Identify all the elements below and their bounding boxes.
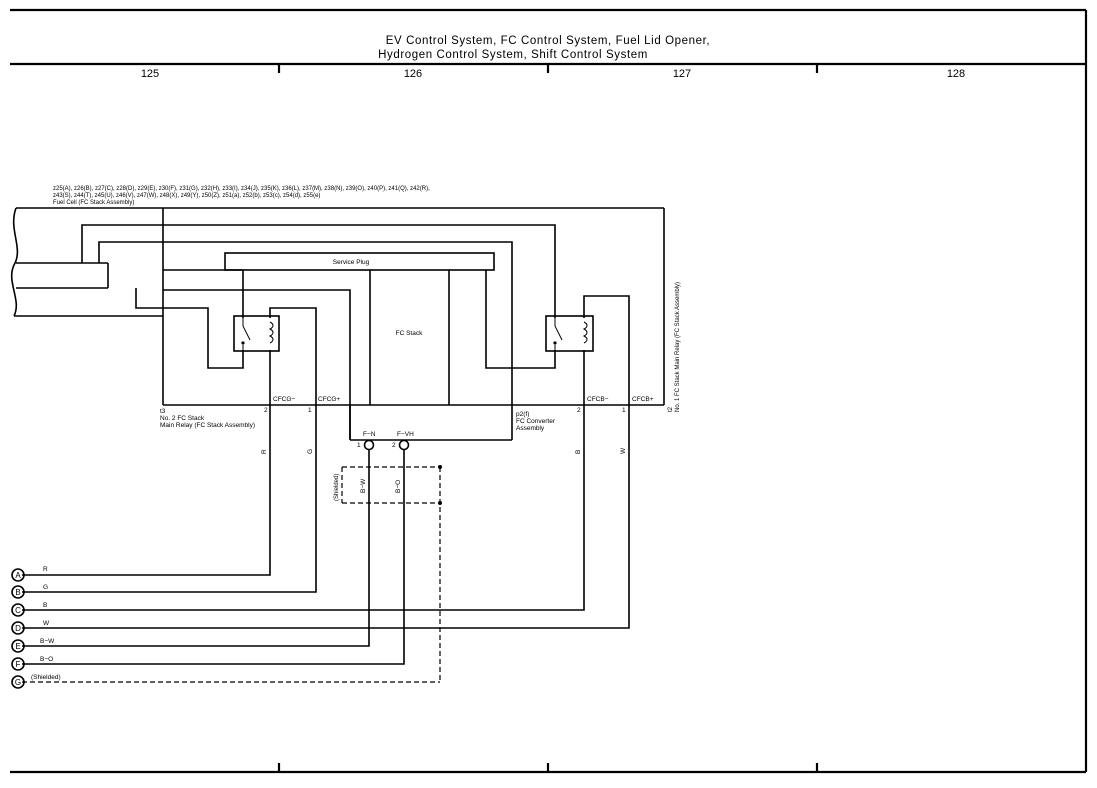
pin-num-relay2-1: 1: [308, 407, 312, 414]
terminal-g-letter: G: [15, 678, 21, 687]
shielded-label-vertical: (Shielded): [334, 474, 340, 501]
terminal-c: C B: [11, 602, 47, 617]
pin-fn: F−N: [363, 431, 376, 438]
no2-relay-symbol: [233, 315, 280, 352]
relay2-connector-code: t3: [160, 408, 166, 415]
terminal-d: D W: [11, 620, 50, 635]
service-plug: Service Plug: [224, 252, 495, 271]
wire-color-g-vertical: G: [307, 449, 314, 454]
wire-color-r-vertical: R: [261, 449, 268, 454]
terminal-a-letter: A: [15, 571, 21, 580]
terminal-g-wire: (Shielded): [31, 674, 61, 681]
relay2-label-2: Main Relay (FC Stack Assembly): [160, 422, 255, 429]
fuel-cell-label: Fuel Cell (FC Stack Assembly): [53, 200, 134, 206]
column-number-125: 125: [141, 68, 159, 80]
pin-num-relay1-1: 1: [622, 407, 626, 414]
terminal-g: G (Shielded): [11, 674, 61, 689]
terminal-b: B G: [11, 584, 48, 599]
harness-wires: [22, 405, 630, 683]
terminal-fn-circle: [363, 439, 375, 451]
title-line-1: EV Control System, FC Control System, Fu…: [386, 35, 710, 47]
fc-stack-assembly-outline: [10, 207, 665, 406]
pin-num-fn: 1: [357, 442, 361, 449]
pin-cfcg-minus: CFCG−: [273, 396, 295, 403]
title-line-2: Hydrogen Control System, Shift Control S…: [378, 49, 648, 61]
terminal-a: A R: [11, 566, 48, 582]
terminal-b-wire: G: [43, 584, 48, 591]
pin-num-relay1-2: 2: [577, 407, 581, 414]
terminal-fvh-circle: [398, 439, 410, 451]
fc-stack-label: FC Stack: [396, 330, 423, 337]
pin-cfcg-plus: CFCG+: [318, 396, 340, 403]
fuel-cell-connector-list-1: z25(A), z26(B), z27(C), z28(D), z29(E), …: [53, 186, 430, 192]
fuel-cell-connector-list-2: z43(S), z44(T), z45(U), z46(V), z47(W), …: [53, 193, 320, 199]
page-frame: [10, 8, 1088, 774]
wire-color-b-vertical: B: [575, 450, 582, 454]
relay1-label: No. 1 FC Stack Main Relay (FC Stack Asse…: [675, 282, 681, 412]
column-number-126: 126: [404, 68, 422, 80]
terminal-e: E B−W: [11, 638, 55, 653]
pin-fvh: F−VH: [397, 431, 414, 438]
terminal-a-wire: R: [43, 566, 48, 573]
terminal-e-letter: E: [15, 642, 20, 651]
service-plug-label: Service Plug: [333, 259, 370, 266]
converter-label-1: FC Converter: [516, 418, 556, 425]
no1-relay-symbol: [545, 315, 594, 352]
pin-cfcb-plus: CFCB+: [632, 396, 654, 403]
column-number-128: 128: [947, 68, 965, 80]
terminal-f-letter: F: [16, 660, 21, 669]
wire-color-bw-vertical: B−W: [360, 478, 367, 493]
terminal-f: F B−O: [11, 656, 53, 671]
fc-converter-box: [349, 405, 513, 441]
terminal-d-letter: D: [15, 624, 21, 633]
fc-stack: FC Stack: [369, 270, 450, 405]
internal-wiring: [81, 224, 630, 440]
terminal-c-letter: C: [15, 606, 21, 615]
terminal-c-wire: B: [43, 602, 47, 609]
relay1-connector-code: t2: [668, 406, 674, 412]
shield-box: [341, 465, 442, 682]
terminal-b-letter: B: [15, 588, 20, 597]
converter-label-2: Assembly: [516, 425, 545, 432]
pin-cfcb-minus: CFCB−: [587, 396, 609, 403]
relay2-label-1: No. 2 FC Stack: [160, 415, 205, 422]
terminal-f-wire: B−O: [40, 656, 53, 663]
pin-num-fvh: 2: [392, 442, 396, 449]
column-number-127: 127: [673, 68, 691, 80]
terminal-e-wire: B−W: [40, 638, 55, 645]
wire-color-w-vertical: W: [620, 447, 627, 454]
terminal-d-wire: W: [43, 620, 50, 627]
pin-num-relay2-2: 2: [264, 407, 268, 414]
converter-code: p2(f): [516, 411, 529, 418]
wire-color-bo-vertical: B−O: [395, 480, 402, 493]
